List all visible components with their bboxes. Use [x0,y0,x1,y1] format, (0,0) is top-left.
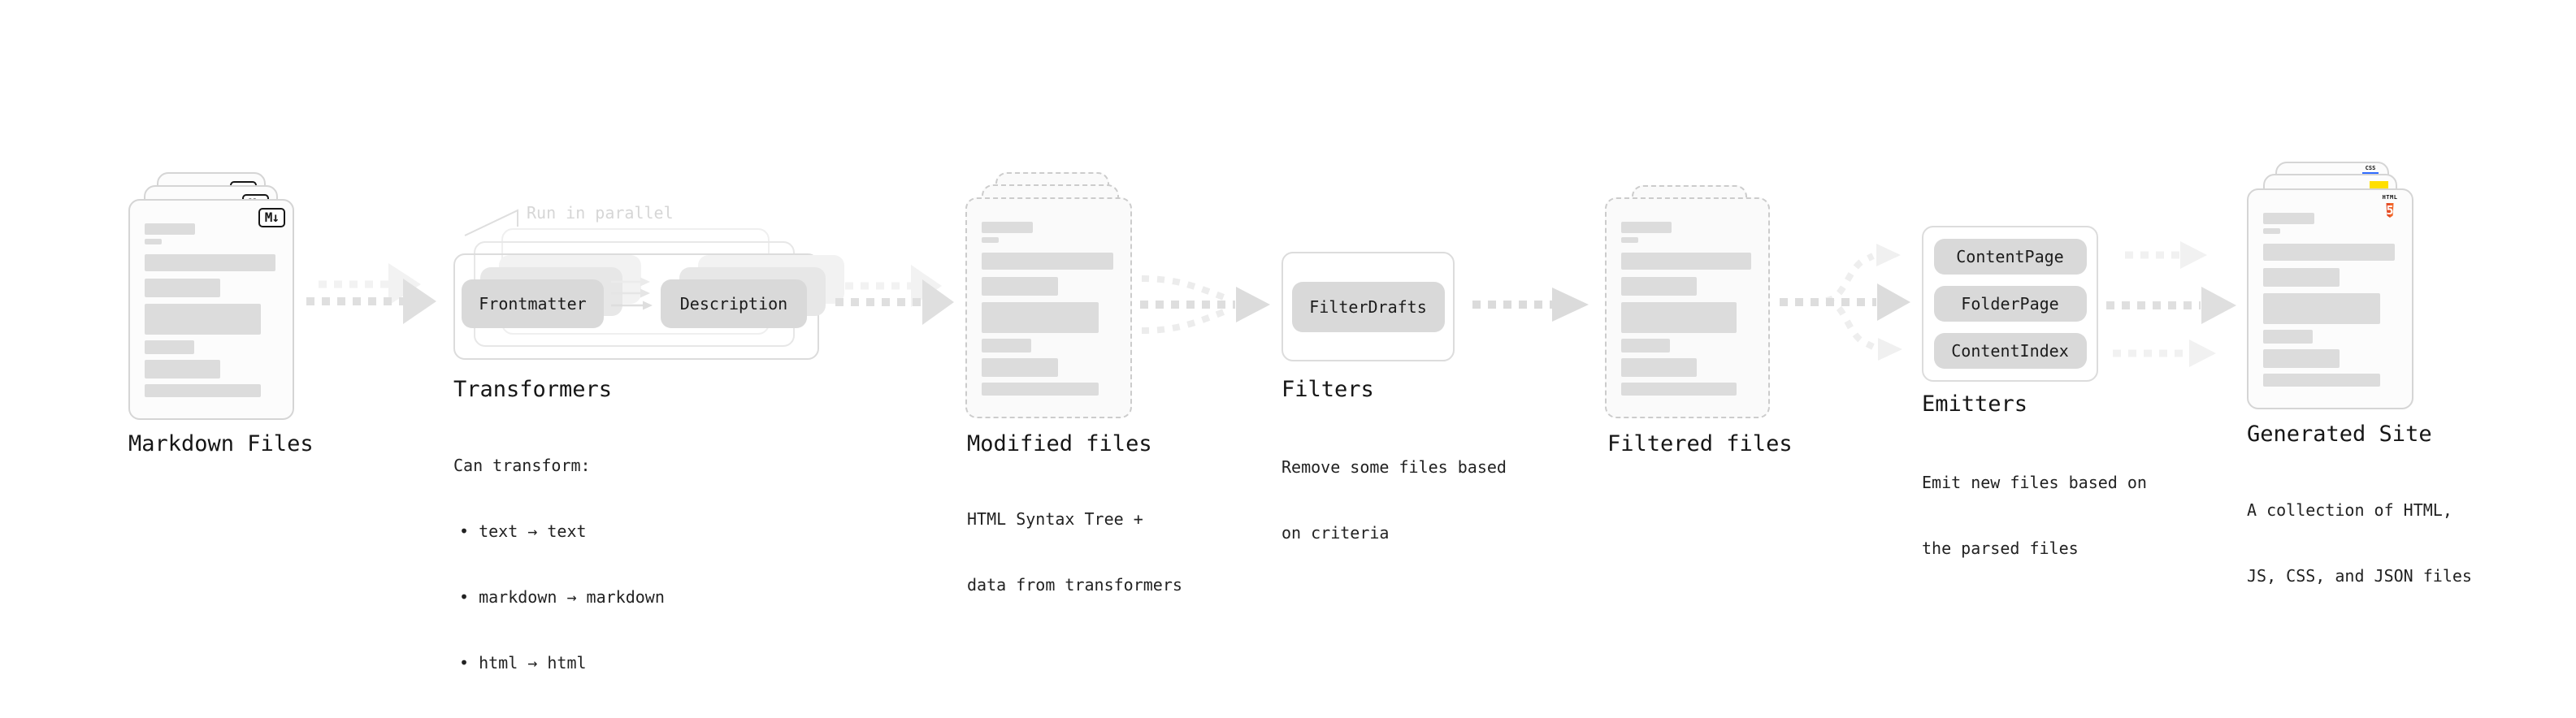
folder-page-pill-label: FolderPage [1961,294,2059,314]
filter-drafts-pill: FilterDrafts [1291,281,1445,332]
generated-site-desc-line: A collection of HTML, [2247,500,2452,520]
generated-site-desc: A collection of HTML, JS, CSS, and JSON … [2247,456,2472,631]
filter-drafts-pill-label: FilterDrafts [1309,296,1427,317]
arrow-markdown-to-transformers [306,263,436,324]
emitters-label: Emitters [1922,391,2028,417]
arrow-filters-to-filtered [1472,288,1589,322]
modified-files-desc-line: HTML Syntax Tree + [967,509,1143,529]
frontmatter-transformer-pill: Frontmatter [462,279,604,328]
filters-box: FilterDrafts [1281,252,1455,361]
description-pill-label: Description [679,294,788,314]
html5-icon-label: HTML [2382,194,2398,201]
content-page-pill: ContentPage [1933,239,2087,275]
modified-files-desc-line: data from transformers [967,575,1182,595]
modified-file-card-front [965,197,1132,418]
transformers-bullet: • text → text [459,521,587,541]
filters-label: Filters [1281,377,1374,402]
transformers-bullet: • html → html [459,653,587,673]
description-transformer-pill: Description [661,279,807,328]
pipeline-diagram: M↓ M↓ M↓ Markdown Files [128,162,2472,673]
parallel-arrows-icon [611,277,653,310]
emitters-desc: Emit new files based on the parsed files [1922,428,2147,603]
markdown-file-card-front: M↓ [128,199,294,420]
doc-text-lines [2263,213,2397,387]
folder-page-pill: FolderPage [1933,286,2087,322]
arrow-modified-to-filters-merge [1140,275,1270,334]
css-icon-label: CSS [2365,165,2376,171]
html5-icon: HTML 5 [2379,194,2401,221]
run-in-parallel-note: Run in parallel [527,203,674,223]
doc-text-lines [1621,222,1754,396]
filters-desc: Remove some files based on criteria [1281,413,1507,588]
generated-site-label: Generated Site [2247,422,2432,447]
emitters-desc-line: Emit new files based on [1922,473,2147,492]
transformers-bullet: • markdown → markdown [459,587,665,607]
transformers-desc-heading: Can transform: [453,456,591,475]
frontmatter-pill-label: Frontmatter [479,294,587,314]
html5-shield-icon: 5 [2386,203,2394,218]
doc-text-lines [982,222,1116,396]
content-page-pill-label: ContentPage [1956,247,2064,266]
filtered-file-card-front [1605,197,1770,418]
transformers-label: Transformers [453,377,613,402]
emitters-box: ContentPage FolderPage ContentIndex [1922,226,2098,382]
emitters-desc-line: the parsed files [1922,538,2079,558]
content-index-pill-label: ContentIndex [1951,341,2069,361]
filters-desc-line: Remove some files based [1281,457,1507,477]
modified-files-label: Modified files [967,431,1152,456]
modified-files-desc: HTML Syntax Tree + data from transformer… [967,465,1182,640]
markdown-files-label: Markdown Files [128,431,314,456]
generated-site-desc-line: JS, CSS, and JSON files [2247,566,2472,586]
transformers-desc: Can transform: • text → text • markdown … [453,411,665,718]
doc-text-lines [145,223,278,397]
filters-desc-line: on criteria [1281,523,1390,543]
arrow-transformers-to-modified [835,265,954,325]
arrow-emitters-to-generated [2106,241,2236,367]
filtered-files-label: Filtered files [1607,431,1793,456]
arrow-filtered-to-emitters-split [1780,244,1910,361]
run-in-parallel-callout-line [464,209,518,236]
markdown-icon: M↓ [258,208,285,227]
html-file-card: HTML 5 [2247,188,2413,409]
content-index-pill: ContentIndex [1933,333,2087,369]
